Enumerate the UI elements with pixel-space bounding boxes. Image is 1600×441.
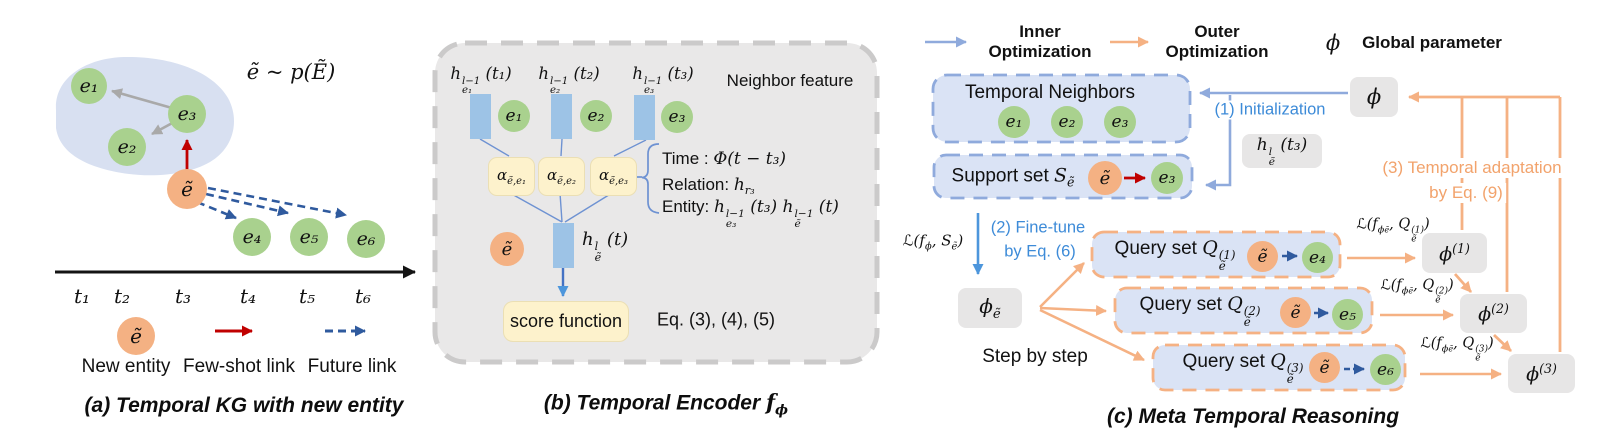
- support-new-entity: ẽ: [1088, 161, 1122, 195]
- caption-panel-a: (a) Temporal KG with new entity: [84, 394, 404, 417]
- timeline-tick-t2: t₂: [113, 284, 131, 308]
- entity-node-e3: e₃: [168, 95, 206, 133]
- global-parameter-label: Global parameter: [1362, 33, 1502, 52]
- attention-weight-3: αẽ,e₃: [590, 157, 637, 196]
- timeline-tick-t4: t₄: [239, 284, 257, 308]
- query-2-loss-label: ℒ(fϕẽ, Q(2)ẽ): [1380, 277, 1454, 306]
- initialization-arrow-elbow: [1205, 95, 1232, 191]
- caption-panel-b: (b) Temporal Encoder fϕ: [543, 389, 789, 419]
- legend-new-entity-label: New entity: [81, 356, 171, 377]
- encoder-new-entity: ẽ: [490, 232, 524, 266]
- step3-adaptation-label-line2: by Eq. (9): [1426, 183, 1506, 203]
- caption-panel-c: (c) Meta Temporal Reasoning: [1106, 405, 1400, 428]
- neighbor-feature-label: Neighbor feature: [726, 71, 854, 90]
- temporal-encoder-panel: [432, 40, 880, 365]
- timeline-tick-t5: t₅: [298, 284, 316, 308]
- query-set-2-label: Query set Q(2)ẽ: [1139, 293, 1261, 330]
- step2-finetune-label-line1: (2) Fine-tune: [990, 218, 1086, 237]
- query-3-tail-entity: e₆: [1370, 354, 1401, 385]
- query-3-loss-label: ℒ(fϕẽ, Q(3)ẽ): [1420, 335, 1494, 364]
- feature-bar-2: [551, 94, 572, 139]
- query-set-box-1: [1090, 230, 1342, 279]
- step2-finetune-label-line2: by Eq. (6): [1004, 242, 1076, 261]
- fan-out-arrows: [1039, 262, 1145, 362]
- support-set-box: [932, 153, 1194, 200]
- loss-to-phi-arrows: [1347, 252, 1502, 380]
- timeline-tick-t6: t₆: [354, 284, 372, 308]
- entity-node-e6: e₆: [347, 220, 385, 258]
- annotation-brace: [636, 143, 660, 214]
- future-link-arrows: [196, 186, 347, 220]
- query-3-new-entity: ẽ: [1309, 352, 1340, 383]
- query-set-3-label: Query set Q(3)ẽ: [1182, 350, 1304, 387]
- query-set-1-label: Query set Q(1)ẽ: [1114, 237, 1236, 274]
- support-loss-label: ℒ(fϕ, Sẽ): [902, 231, 964, 253]
- outer-optimization-label: Outer Optimization: [1165, 22, 1269, 61]
- feature-bar-1: [470, 94, 491, 139]
- encoder-entity-e2: e₂: [580, 100, 612, 132]
- step-by-step-label: Step by step: [982, 346, 1088, 367]
- new-entity-node: ẽ: [167, 169, 207, 209]
- timeline-tick-t1: t₁: [73, 284, 91, 308]
- step1-initialization-label: (1) Initialization: [1211, 100, 1329, 120]
- query-1-tail-entity: e₄: [1302, 242, 1333, 273]
- feature-bar-3: [634, 95, 655, 140]
- support-tail-entity: e₃: [1151, 162, 1183, 194]
- phi-1-box: ϕ(1): [1422, 233, 1487, 273]
- support-set-label: Support set Sẽ: [951, 164, 1075, 190]
- score-function-box: score function: [503, 301, 629, 342]
- legend-new-entity-node: ẽ: [117, 317, 155, 355]
- phi-step-arrows: [1453, 273, 1512, 353]
- hidden-state-bar: [553, 223, 574, 268]
- phi-2-box: ϕ(2): [1460, 294, 1527, 333]
- entity-node-e5: e₅: [290, 218, 328, 256]
- equation-reference-label: Eq. (3), (4), (5): [656, 309, 776, 330]
- query-1-loss-label: ℒ(fϕẽ, Q(1)ẽ): [1356, 216, 1430, 245]
- attention-weight-1: αẽ,e₁: [488, 157, 535, 196]
- tn-entity-e3: e₃: [1104, 106, 1136, 138]
- query-set-box-3: [1151, 343, 1407, 392]
- query-link-arrows: [1282, 250, 1365, 375]
- annotation-time: Time : Φ(t − t₃): [662, 149, 787, 169]
- entity-sampling-formula: ẽ ~ p(Ẽ): [246, 60, 336, 84]
- annotation-relation: Relation: hr₃: [662, 174, 755, 198]
- attention-connector-lines: [479, 138, 647, 223]
- step3-adaptation-label-line1: (3) Temporal adaptation: [1379, 158, 1565, 178]
- timeline-tick-t3: t₃: [174, 284, 192, 308]
- encoder-entity-e3: e₃: [661, 101, 693, 133]
- phi-entity-box: ϕẽ: [958, 288, 1022, 328]
- query-2-tail-entity: e₅: [1332, 299, 1363, 330]
- temporal-adaptation-lines: [1408, 91, 1562, 352]
- temporal-neighbors-label: Temporal Neighbors: [964, 82, 1136, 103]
- entity-node-e1: e₁: [71, 68, 107, 104]
- global-phi-box: ϕ: [1350, 77, 1398, 117]
- tn-entity-e2: e₂: [1051, 106, 1083, 138]
- legend-future-label: Future link: [307, 356, 397, 377]
- global-parameter-symbol: ϕ: [1325, 31, 1341, 55]
- inner-optimization-label: Inner Optimization: [988, 22, 1092, 61]
- entity-node-e2: e₂: [108, 128, 146, 166]
- query-1-new-entity: ẽ: [1247, 241, 1278, 272]
- phi-3-box: ϕ(3): [1508, 354, 1575, 393]
- attention-weight-2: αẽ,e₂: [538, 157, 585, 196]
- encoder-entity-e1: e₁: [498, 100, 530, 132]
- query-2-new-entity: ẽ: [1280, 297, 1311, 328]
- legend-few-shot-label: Few-shot link: [183, 356, 295, 377]
- entity-node-e4: e₄: [233, 218, 271, 256]
- tn-entity-e1: e₁: [998, 106, 1030, 138]
